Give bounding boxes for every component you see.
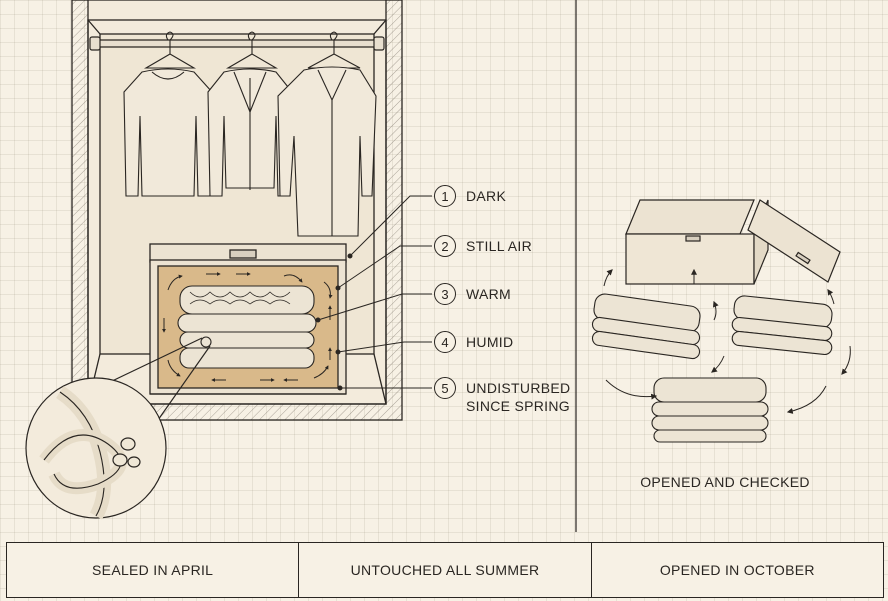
callout-lines <box>315 195 432 391</box>
open-box <box>625 199 841 285</box>
label-4-number: 4 <box>434 331 456 353</box>
air-arrows <box>162 272 333 382</box>
garment-coat <box>277 31 377 237</box>
garment-cardigan <box>207 31 293 197</box>
timeline-bar: SEALED IN APRIL UNTOUCHED ALL SUMMER OPE… <box>6 542 884 598</box>
label-dark: DARK <box>466 188 507 204</box>
timeline-sealed: SEALED IN APRIL <box>7 543 300 597</box>
label-1-number: 1 <box>434 185 456 207</box>
label-5-number: 5 <box>434 377 456 399</box>
timeline-untouched: UNTOUCHED ALL SUMMER <box>299 543 592 597</box>
stack-bottom <box>651 377 769 443</box>
garment-sweater <box>123 31 213 197</box>
label-2-number: 2 <box>434 235 456 257</box>
label-still-air: STILL AIR <box>466 238 532 254</box>
right-panel-caption: OPENED AND CHECKED <box>640 474 810 490</box>
timeline-opened: OPENED IN OCTOBER <box>659 562 815 578</box>
hanging-rod <box>89 36 385 51</box>
label-3-number: 3 <box>434 283 456 305</box>
label-warm: WARM <box>466 286 512 302</box>
stack-left <box>591 293 701 360</box>
sweater-stack <box>177 285 317 369</box>
stack-right <box>731 295 833 356</box>
label-undisturbed: UNDISTURBED <box>466 380 571 396</box>
label-humid: HUMID <box>466 334 514 350</box>
magnifier <box>25 337 211 520</box>
label-since-spring: SINCE SPRING <box>466 398 570 414</box>
cycle-arrows <box>603 268 851 414</box>
